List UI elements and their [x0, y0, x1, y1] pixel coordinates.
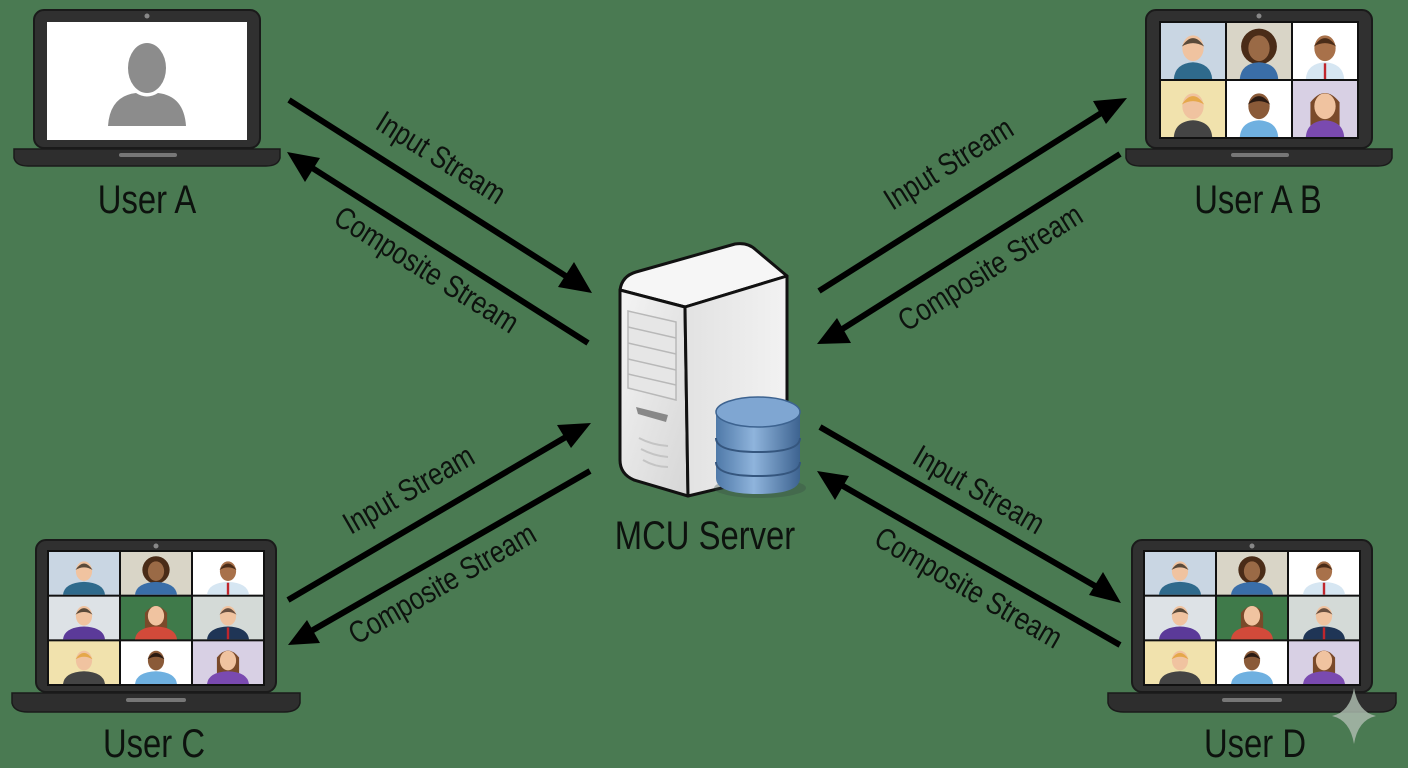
video-grid [47, 550, 265, 686]
arrow-input-user-a [287, 97, 592, 293]
arrow-input-user-c [286, 423, 591, 603]
participant-tile [49, 596, 119, 640]
participant-tile [49, 552, 119, 595]
participant-tile [1145, 552, 1215, 595]
participant-tile [1227, 23, 1291, 79]
arrow-composite-user-c [288, 468, 592, 645]
arrow-input-user-ab [817, 98, 1127, 294]
participant-tile [121, 552, 191, 595]
arrow-composite-user-d [817, 471, 1122, 648]
arrow-composite-user-a [287, 152, 590, 346]
participant-tile [1293, 81, 1357, 137]
participant-tile [193, 641, 263, 684]
node-label-user-d: User D [1203, 722, 1307, 766]
participant-tile [1145, 641, 1215, 684]
participant-tile [121, 596, 191, 640]
laptop-user-c [11, 539, 301, 713]
sparkle-icon [1332, 688, 1376, 744]
arrow-composite-user-ab [817, 151, 1122, 344]
participant-tile [1227, 81, 1291, 137]
laptop-user-ab [1125, 9, 1393, 167]
participant-tile [1289, 596, 1359, 640]
node-label-user-c: User C [102, 722, 206, 766]
participant-tile [1293, 23, 1357, 79]
participant-tile [121, 641, 191, 684]
video-grid [1159, 21, 1359, 139]
participant-tile [1145, 596, 1215, 640]
user-avatar-icon [108, 43, 186, 126]
node-label-user-ab: User A B [1194, 178, 1322, 222]
database-icon [714, 396, 806, 498]
participant-tile [1217, 641, 1287, 684]
server-label: MCU Server [614, 514, 796, 558]
video-grid [1143, 550, 1361, 686]
node-label-user-a: User A [97, 178, 197, 222]
arrow-input-user-d [818, 424, 1121, 603]
laptop-user-d [1107, 539, 1397, 713]
participant-tile [1161, 81, 1225, 137]
participant-tile [49, 641, 119, 684]
participant-tile [1217, 596, 1287, 640]
participant-tile [193, 596, 263, 640]
participant-tile [1289, 552, 1359, 595]
participant-tile [1217, 552, 1287, 595]
participant-tile [193, 552, 263, 595]
participant-tile [1289, 641, 1359, 684]
participant-tile [1161, 23, 1225, 79]
laptop-user-a [13, 9, 281, 167]
